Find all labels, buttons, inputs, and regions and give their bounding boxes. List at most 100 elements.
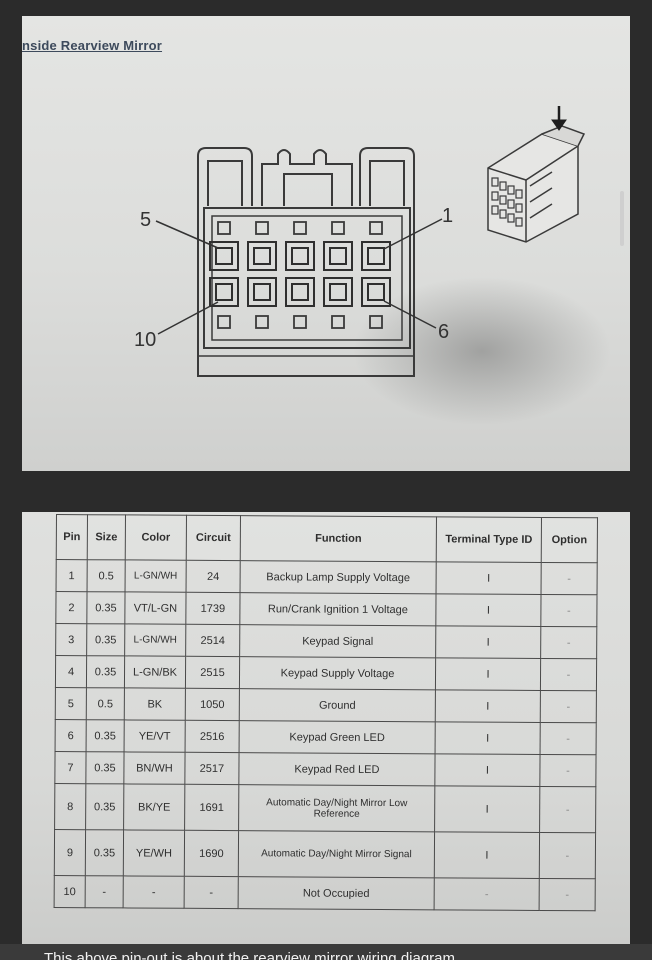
cell-circuit: -: [184, 876, 239, 909]
table-row: 5 0.5 BK 1050 Ground I -: [55, 687, 597, 723]
cell-size: 0.5: [87, 559, 126, 592]
cell-option: -: [540, 658, 597, 691]
cell-option: -: [540, 594, 598, 627]
cell-pin: 8: [54, 783, 86, 830]
cell-option: -: [539, 878, 596, 911]
cell-color: BK/YE: [123, 783, 185, 831]
cell-circuit: 2517: [184, 752, 240, 785]
cell-terminal: I: [436, 561, 542, 595]
cavity-row-bottom: [217, 315, 383, 329]
cell-option: -: [539, 786, 596, 833]
cell-option: -: [539, 832, 596, 879]
cell-pin: 2: [55, 591, 88, 624]
cell-option: -: [541, 562, 598, 595]
connector-diagram-photo: nside Rearview Mirror: [22, 16, 630, 471]
cell-terminal: I: [434, 831, 540, 879]
cell-pin: 9: [54, 829, 86, 876]
leader-lines: [155, 218, 443, 335]
cell-option: -: [540, 722, 597, 755]
header-terminal-type-id: Terminal Type ID: [436, 516, 542, 563]
cell-terminal: I: [434, 785, 540, 833]
cell-option: -: [539, 754, 597, 787]
diagram-heading: nside Rearview Mirror: [22, 38, 163, 53]
cell-color: BN/WH: [123, 751, 186, 785]
header-color: Color: [125, 514, 187, 561]
header-circuit: Circuit: [186, 515, 241, 561]
photo-shadow: [352, 276, 612, 426]
cell-color: BK: [124, 687, 186, 721]
cell-option: -: [540, 690, 597, 723]
cell-color: -: [123, 875, 185, 909]
housing-inner-left: [207, 160, 243, 206]
cell-function: Keypad Signal: [239, 624, 436, 658]
cell-size: 0.35: [86, 719, 125, 752]
cell-terminal: I: [435, 657, 541, 691]
cell-color: L-GN/WH: [124, 623, 186, 657]
header-size: Size: [87, 514, 126, 560]
table-header-row: Pin Size Color Circuit Function Terminal…: [56, 514, 598, 563]
connector-face-diagram: 5 1 10 6: [134, 106, 586, 377]
table-row: 4 0.35 L-GN/BK 2515 Keypad Supply Voltag…: [55, 655, 597, 691]
cell-size: 0.35: [85, 783, 124, 830]
image-caption: This above pin-out is about the rearview…: [0, 944, 652, 960]
cell-pin: 7: [54, 751, 87, 784]
cell-terminal: -: [434, 877, 540, 911]
cell-circuit: 2515: [185, 656, 240, 689]
cell-function: Automatic Day/Night Mirror Signal: [238, 830, 435, 878]
cell-function: Automatic Day/Night Mirror Low Reference: [238, 784, 435, 832]
cell-size: 0.35: [86, 623, 125, 656]
table-row: 8 0.35 BK/YE 1691 Automatic Day/Night Mi…: [54, 783, 596, 833]
cell-function: Keypad Red LED: [238, 752, 436, 786]
cell-circuit: 1691: [184, 784, 239, 831]
pin-label-6: 6: [438, 321, 449, 343]
cell-function: Backup Lamp Supply Voltage: [240, 560, 437, 594]
cell-size: 0.35: [85, 751, 125, 784]
pin-label-5: 5: [140, 209, 151, 231]
table-row: 6 0.35 YE/VT 2516 Keypad Green LED I -: [55, 719, 597, 755]
housing-outline: [197, 147, 415, 377]
pin-label-1: 1: [442, 205, 453, 227]
cell-circuit: 1690: [184, 830, 239, 877]
cell-function: Ground: [239, 688, 436, 722]
cell-pin: 5: [55, 687, 87, 720]
latch-window: [283, 173, 333, 206]
cell-color: YE/WH: [123, 829, 185, 877]
pinout-table-photo: Pin Size Color Circuit Function Terminal…: [22, 512, 630, 946]
cell-circuit: 24: [186, 560, 241, 593]
table-row: 3 0.35 L-GN/WH 2514 Keypad Signal I -: [55, 623, 597, 659]
cell-terminal: I: [435, 689, 541, 723]
cell-size: 0.35: [86, 655, 125, 688]
cell-size: 0.5: [86, 687, 125, 720]
cell-color: YE/VT: [124, 719, 186, 753]
terminal-row-1: [209, 241, 391, 271]
cell-size: 0.35: [85, 829, 124, 876]
table-row: 7 0.35 BN/WH 2517 Keypad Red LED I -: [54, 751, 597, 787]
cell-pin: 10: [54, 875, 86, 908]
pin-label-10: 10: [134, 329, 156, 351]
header-pin: Pin: [56, 514, 88, 560]
connector-isometric-icon: [487, 125, 586, 243]
cell-option: -: [540, 626, 597, 659]
cell-pin: 6: [55, 719, 87, 752]
scrollbar-thumb[interactable]: [620, 191, 624, 246]
pinout-table: Pin Size Color Circuit Function Terminal…: [54, 514, 598, 911]
face-plate: [203, 207, 411, 349]
cell-function: Run/Crank Ignition 1 Voltage: [239, 592, 437, 626]
cell-terminal: I: [435, 625, 541, 659]
cell-circuit: 1739: [185, 592, 241, 625]
table-row: 1 0.5 L-GN/WH 24 Backup Lamp Supply Volt…: [56, 559, 598, 595]
header-function: Function: [240, 515, 437, 562]
cell-color: VT/L-GN: [124, 591, 187, 625]
cell-pin: 1: [56, 559, 88, 592]
cell-size: 0.35: [86, 591, 126, 624]
cell-function: Keypad Green LED: [239, 720, 436, 754]
caption-text: This above pin-out is about the rearview…: [44, 950, 456, 960]
cavity-row-top: [217, 221, 383, 235]
cell-circuit: 2516: [185, 720, 240, 753]
cell-terminal: I: [435, 721, 541, 755]
cell-pin: 4: [55, 655, 87, 688]
cell-function: Not Occupied: [238, 876, 435, 910]
insertion-arrow-icon: [551, 106, 567, 131]
table-row: 10 - - - Not Occupied - -: [54, 875, 596, 911]
cell-terminal: I: [435, 593, 542, 627]
